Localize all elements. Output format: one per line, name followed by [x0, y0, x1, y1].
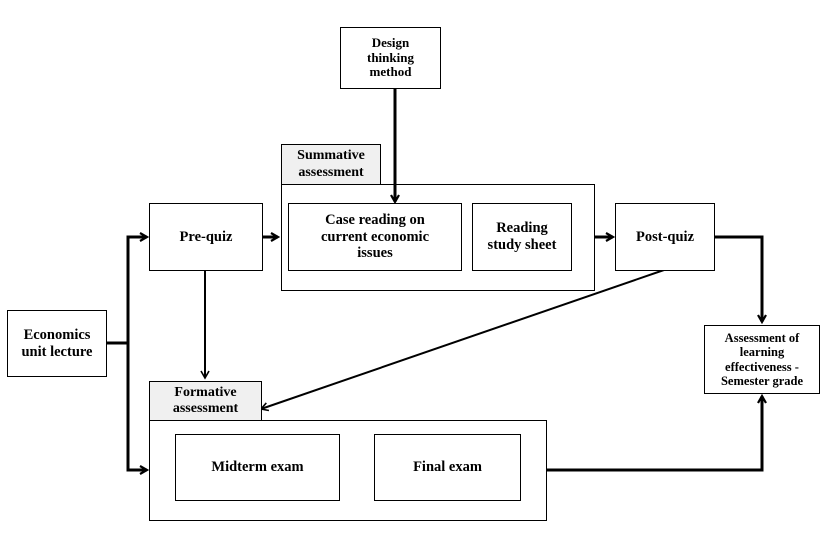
node-economics-lecture-label: Economics unit lecture — [21, 326, 93, 360]
summative-assessment-tab: Summative assessment — [281, 144, 381, 185]
node-midterm-exam-label: Midterm exam — [211, 459, 304, 476]
node-pre-quiz-label: Pre-quiz — [179, 228, 233, 245]
formative-assessment-group — [149, 420, 547, 521]
node-final-exam: Final exam — [374, 434, 521, 501]
node-assessment-label: Assessment of learning effectiveness - S… — [720, 330, 804, 388]
edge-lecture-to-prequiz — [126, 237, 147, 343]
node-case-reading: Case reading on current economic issues — [288, 203, 462, 271]
node-reading-sheet: Reading study sheet — [472, 203, 572, 271]
formative-assessment-label: Formative assessment — [172, 384, 239, 416]
node-pre-quiz: Pre-quiz — [149, 203, 263, 271]
formative-assessment-tab: Formative assessment — [149, 381, 262, 421]
node-design-thinking-label: Design thinking method — [367, 34, 414, 80]
edge-lecture-to-formative — [126, 343, 147, 470]
edge-postquiz-to-formative — [259, 269, 665, 412]
edge-formative-to-assessment — [547, 396, 762, 472]
node-case-reading-label: Case reading on current economic issues — [320, 211, 430, 262]
node-reading-sheet-label: Reading study sheet — [487, 220, 557, 253]
summative-assessment-group — [281, 184, 595, 291]
node-economics-lecture: Economics unit lecture — [7, 310, 107, 377]
node-final-exam-label: Final exam — [413, 459, 482, 476]
node-design-thinking: Design thinking method — [340, 27, 441, 89]
summative-assessment-label: Summative assessment — [297, 148, 365, 180]
node-midterm-exam: Midterm exam — [175, 434, 340, 501]
node-assessment: Assessment of learning effectiveness - S… — [704, 325, 820, 394]
node-post-quiz-label: Post-quiz — [636, 228, 694, 245]
edge-postquiz-to-assessment — [715, 235, 762, 322]
node-post-quiz: Post-quiz — [615, 203, 715, 271]
